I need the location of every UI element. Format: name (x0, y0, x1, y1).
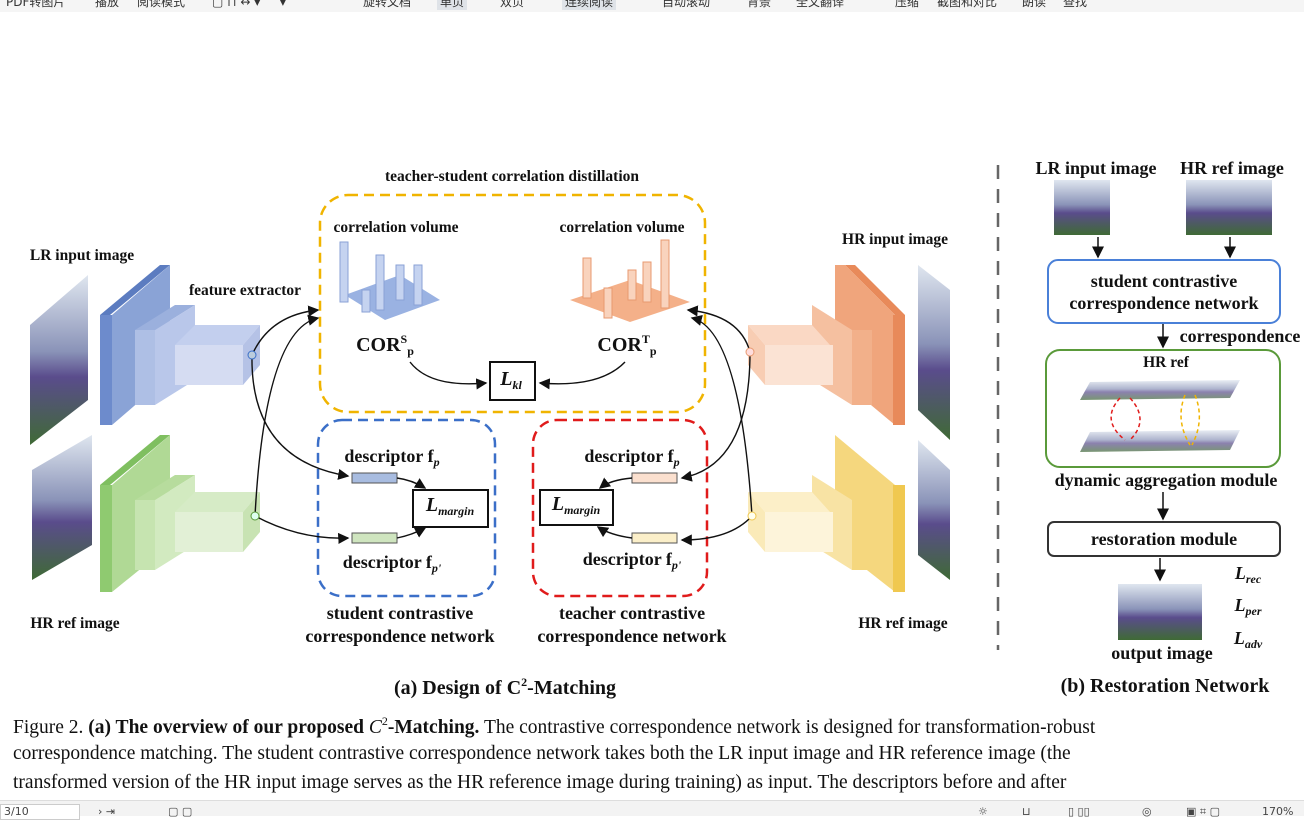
teacher-net-label-1: teacher contrastive (558, 603, 706, 623)
teacher-corr-volume-label: correlation volume (559, 219, 685, 236)
student-correlation-volume (339, 241, 440, 320)
toolbar-read-aloud[interactable]: 朗读 (1022, 0, 1047, 9)
distillation-title: teacher-student correlation distillation (385, 168, 639, 185)
fit-width-icon[interactable]: ⊔ (1022, 805, 1031, 818)
descriptor-fp-student (351, 472, 398, 484)
teacher-box (531, 418, 709, 598)
next-page-icon[interactable]: › ⇥ (98, 805, 116, 818)
desc-fp-teacher: descriptor fp (584, 446, 680, 469)
b-output-label: output image (1111, 643, 1213, 663)
b-output-thumbnail (1118, 584, 1202, 640)
toolbar-translate[interactable]: 全文翻译 (796, 0, 845, 9)
zoom-level[interactable]: 170% (1262, 805, 1294, 818)
b-hr-ref-label: HR ref image (1180, 158, 1284, 178)
toolbar-autoscroll[interactable]: 自动滚动 (662, 0, 711, 9)
cor-s-label: CORSp (356, 332, 414, 358)
desc-fp-student: descriptor fp (344, 446, 440, 469)
b-dam-label: dynamic aggregation module (1054, 470, 1278, 490)
b-lper: Lper (1234, 595, 1262, 618)
b-lrec: Lrec (1234, 563, 1262, 586)
descriptor-fpp-student (351, 532, 398, 544)
page-view-icon[interactable]: ▢ ▢ (168, 805, 193, 818)
figure-b-caption: (b) Restoration Network (1060, 675, 1270, 697)
toolbar-screenshot[interactable]: 截图和对比 (937, 0, 998, 9)
lmargin-student-label: Lmargin (425, 494, 475, 518)
screenshot-icon[interactable]: ▣ ⌗ ▢ (1186, 805, 1220, 818)
lr-input-thumbnail (30, 275, 88, 445)
distillation-box (318, 193, 707, 414)
toolbar-fit-icon[interactable]: ▢ ⊓ ↔ ▾ ⌒ ▾ (212, 0, 286, 9)
b-student-label-2: correspondence network (1069, 293, 1259, 313)
feature-extractor-label: feature extractor (188, 282, 302, 299)
hr-input-thumbnail (918, 265, 950, 440)
lkl-label: Lkl (500, 368, 522, 392)
b-student-box (1047, 259, 1281, 324)
toolbar-read-mode[interactable]: 阅读模式 (137, 0, 186, 9)
toolbar-find[interactable]: 查找 (1063, 0, 1088, 9)
caption-line-3: transformed version of the HR input imag… (13, 772, 1067, 793)
statusbar: 3/10 › ⇥ ▢ ▢ ☼ ⊔ ▯ ▯▯ ◎ ▣ ⌗ ▢ 170% (0, 800, 1304, 820)
toolbar-double-page[interactable]: 双页 (500, 0, 525, 9)
desc-fpp-teacher: descriptor fp' (582, 549, 682, 572)
lkl-box (489, 361, 536, 401)
hr-ref-thumbnail-left (32, 435, 92, 580)
figure-a-caption: (a) Design of C2-Matching (393, 675, 617, 699)
b-ladv: Ladv (1233, 628, 1263, 651)
b-lr-input-label: LR input image (1035, 158, 1157, 178)
brightness-icon[interactable]: ☼ (978, 805, 988, 818)
caption-line-2: correspondence matching. The student con… (13, 743, 1071, 764)
descriptor-fp-teacher (631, 472, 678, 484)
toolbar-pdf-to-image[interactable]: PDF转图片 (6, 0, 66, 9)
cor-t-label: CORTp (597, 332, 657, 358)
blue-encoder (100, 265, 260, 425)
orange-encoder (748, 265, 905, 425)
teacher-net-label-2: correspondence network (537, 626, 727, 646)
lmargin-teacher-box (539, 489, 614, 526)
lmargin-teacher-label: Lmargin (551, 493, 601, 517)
b-hr-ref-inner-label: HR ref (1143, 354, 1189, 371)
yellow-encoder (748, 435, 905, 592)
toolbar-play[interactable]: 播放 (95, 0, 120, 9)
b-lr-thumbnail (1054, 180, 1110, 235)
toolbar-compress[interactable]: 压缩 (895, 0, 920, 9)
descriptor-fpp-teacher (631, 532, 678, 544)
student-corr-volume-label: correlation volume (333, 219, 459, 236)
hr-ref-left-label: HR ref image (30, 615, 120, 632)
toolbar-background[interactable]: 背景 (747, 0, 772, 9)
lr-input-label: LR input image (29, 247, 135, 264)
caption-line-1: Figure 2. (a) The overview of our propos… (13, 714, 1096, 738)
student-box (316, 418, 497, 598)
b-student-label-1: student contrastive (1090, 271, 1238, 291)
hr-ref-right-label: HR ref image (858, 615, 948, 632)
hr-input-label: HR input image (842, 231, 948, 248)
desc-fpp-student: descriptor fp' (342, 552, 442, 575)
b-restoration-box (1047, 521, 1281, 557)
b-hr-ref-thumbnail (1186, 180, 1272, 235)
lmargin-student-box (412, 489, 489, 528)
toolbar-continuous[interactable]: 连续阅读 (562, 0, 617, 10)
play-icon[interactable]: ◎ (1142, 805, 1152, 818)
hr-ref-thumbnail-right (918, 440, 950, 580)
toolbar-single-page[interactable]: 单页 (437, 0, 468, 10)
toolbar-rotate[interactable]: 旋转文档 (363, 0, 412, 9)
green-encoder (100, 435, 260, 592)
page-number-input[interactable]: 3/10 (0, 804, 80, 820)
single-page-icon[interactable]: ▯ ▯▯ (1068, 805, 1090, 818)
teacher-correlation-volume (570, 239, 690, 322)
toolbar: PDF转图片 播放 阅读模式 ▢ ⊓ ↔ ▾ ⌒ ▾ 旋转文档 单页 双页 连续… (0, 0, 1304, 12)
b-restoration-label: restoration module (1090, 529, 1238, 549)
arrows (251, 305, 753, 546)
b-correspondence-label: correspondence (1179, 326, 1301, 346)
student-net-label-2: correspondence network (305, 626, 495, 646)
student-net-label-1: student contrastive (326, 603, 474, 623)
